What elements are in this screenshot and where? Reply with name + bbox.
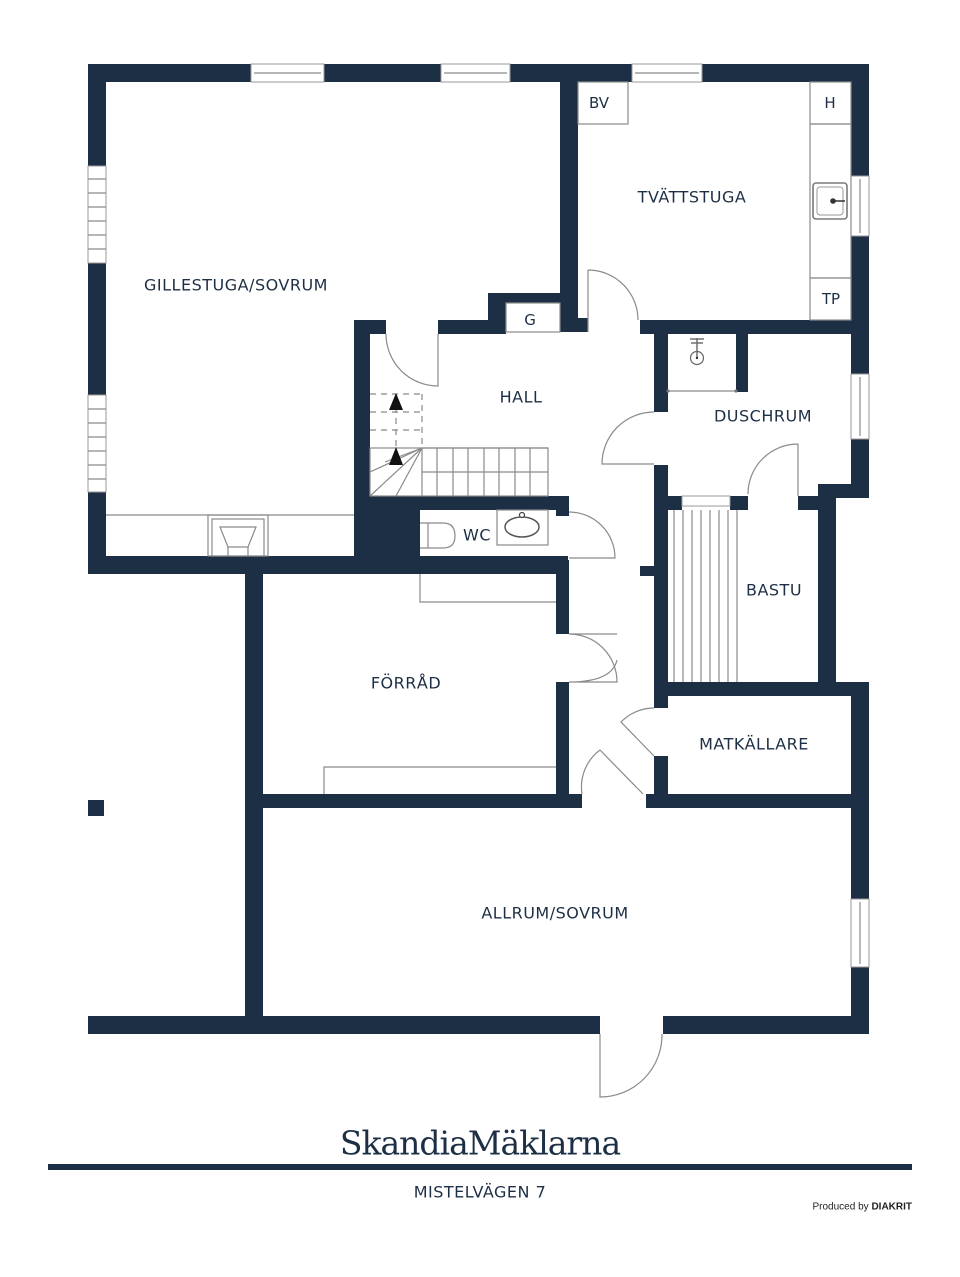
credit-prefix: Produced by [812,1201,869,1213]
room-label-bastu: BASTU [745,580,803,600]
shower-icon [666,338,738,393]
sauna-bench-icon [673,510,738,682]
room-label-duschrum: DUSCHRUM [713,406,813,426]
sink-icon [496,509,549,546]
floor-plan [87,63,870,1098]
fixture-label-g: G [524,311,536,329]
fixture-label-h: H [824,94,836,112]
brand-logo: SkandiaMäklarna [339,1123,621,1163]
credit-brand: DIAKRIT [871,1201,912,1213]
fireplace-icon [207,514,269,557]
room-label-gillestuga: GILLESTUGA/SOVRUM [144,275,328,295]
room-label-forrad: FÖRRÅD [370,673,442,693]
laundry-sink-icon [812,182,848,220]
walls [88,64,869,1034]
fixture-label-tp: TP [821,290,841,308]
room-label-wc: WC [463,525,491,545]
room-label-hall: HALL [499,387,543,407]
fixture-label-bv: BV [588,94,610,112]
room-label-tvattstuga: TVÄTTSTUGA [637,187,747,207]
toilet-icon [420,522,456,549]
producer-credit: Produced by DIAKRIT [813,1202,913,1213]
doors [385,269,799,1098]
property-address: MISTELVÄGEN 7 [413,1182,547,1202]
divider [48,1164,912,1170]
room-label-matkallare: MATKÄLLARE [699,734,809,754]
stair-arrow-icon [389,393,403,465]
windows [87,63,870,968]
room-label-allrum: ALLRUM/SOVRUM [481,903,629,923]
